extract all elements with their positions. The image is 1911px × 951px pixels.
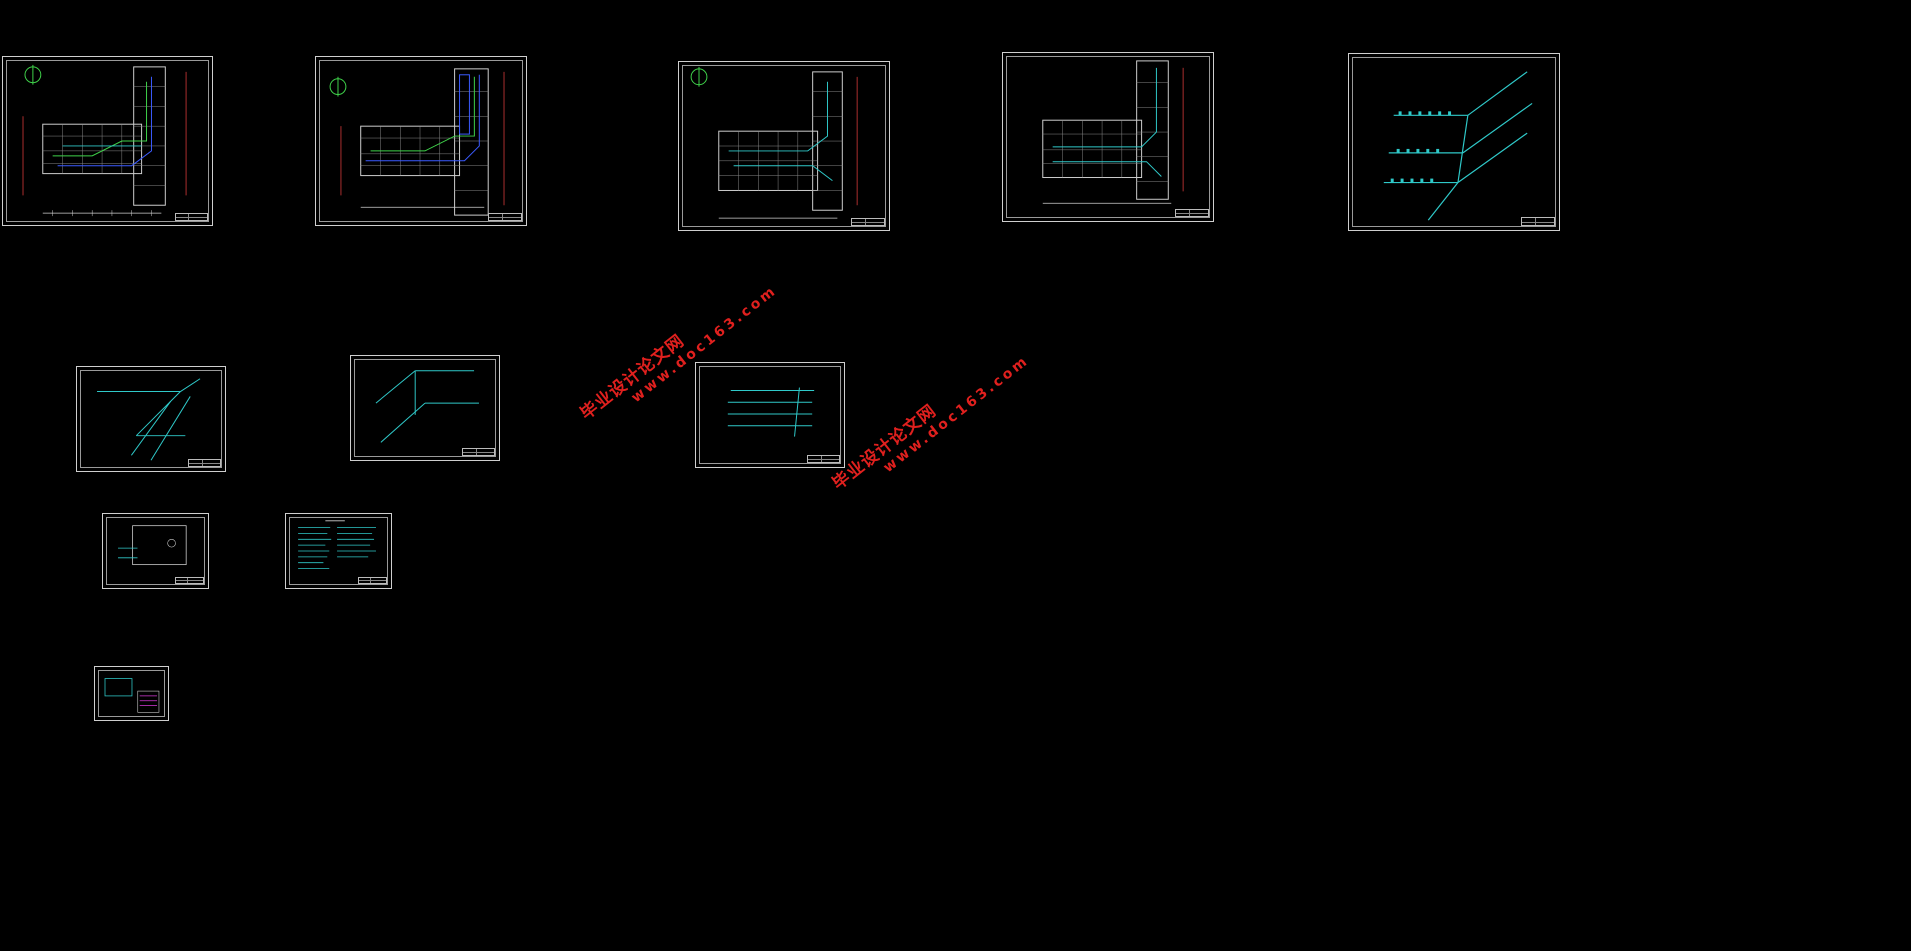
title-block <box>188 458 221 467</box>
title-block <box>1175 208 1209 217</box>
sheet-frame <box>289 517 388 585</box>
drawing-sheet-detail-1[interactable] <box>102 513 209 589</box>
drawing-sheet-floor-plan-2[interactable] <box>315 56 527 226</box>
sheet-frame <box>80 370 222 468</box>
isometric-pipe-drawing <box>97 378 201 461</box>
floor-plan-drawing <box>329 68 505 216</box>
title-block <box>807 454 840 463</box>
sheet-frame <box>354 359 496 457</box>
drawing-sheet-floor-plan-3[interactable] <box>678 61 890 231</box>
title-block <box>357 576 387 584</box>
equipment-schedule <box>104 678 160 713</box>
sheet-frame <box>1006 56 1210 218</box>
watermark-site-name: 毕业设计论文网 <box>828 400 941 495</box>
drawing-sheet-isometric-2[interactable] <box>76 366 226 472</box>
sheet-frame <box>682 65 886 227</box>
sheet-frame <box>699 366 841 464</box>
floor-plan-drawing <box>690 66 858 219</box>
watermark-2: 毕业设计论文网 www.doc163.com <box>828 338 1033 506</box>
title-block <box>174 212 208 221</box>
design-notes-text <box>298 520 376 569</box>
drawing-sheet-floor-plan-1[interactable] <box>2 56 213 226</box>
sheet-frame <box>1352 57 1556 227</box>
title-block <box>1521 217 1555 226</box>
sheet-frame <box>6 60 209 222</box>
title-block <box>488 212 522 221</box>
isometric-pipe-drawing <box>1383 71 1533 221</box>
floor-plan-drawing <box>1042 60 1184 204</box>
sheet-frame <box>98 670 165 717</box>
drawing-sheet-notes-1[interactable] <box>285 513 392 589</box>
sheet-frame <box>106 517 205 585</box>
sheet-frame <box>319 60 523 222</box>
isometric-pipe-drawing <box>375 370 479 443</box>
floor-plan-drawing <box>22 64 187 217</box>
drawing-sheet-isometric-4[interactable] <box>695 362 845 468</box>
title-block <box>851 217 885 226</box>
drawing-sheet-schedule-1[interactable] <box>94 666 169 721</box>
watermark-url: www.doc163.com <box>880 352 1033 477</box>
title-block <box>174 576 204 584</box>
drawing-sheet-floor-plan-4[interactable] <box>1002 52 1214 222</box>
detail-drawing <box>118 525 187 566</box>
title-block <box>462 447 495 456</box>
drawing-sheet-isometric-3[interactable] <box>350 355 500 461</box>
isometric-pipe-drawing <box>727 387 815 437</box>
drawing-sheet-isometric-1[interactable] <box>1348 53 1560 231</box>
